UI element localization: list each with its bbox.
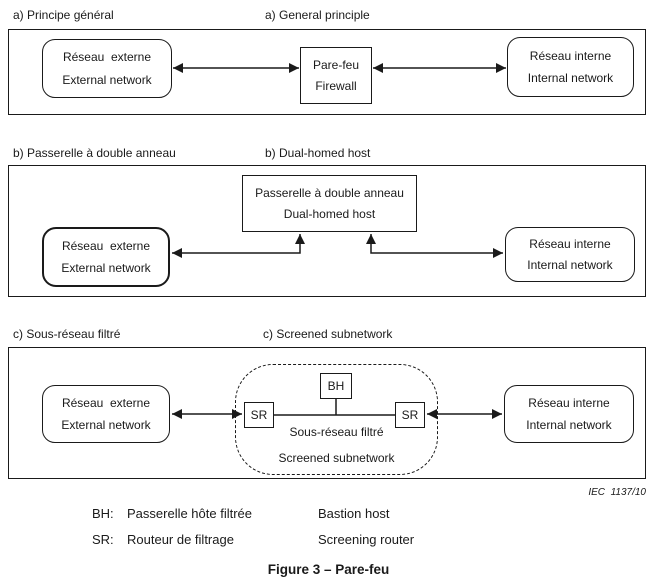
- panel-c-heading-en: c) Screened subnetwork: [263, 327, 393, 341]
- external-network-label-en: External network: [61, 261, 151, 275]
- dual-homed-host-label-en: Dual-homed host: [283, 207, 376, 222]
- external-network-label-en: External network: [61, 418, 151, 432]
- firewall-label-fr: Pare-feu: [312, 57, 360, 72]
- bastion-host-abbr: BH: [327, 379, 345, 393]
- screening-router-left-box: SR: [244, 402, 274, 428]
- panel-c-external-network-box: Réseau externe External network: [42, 385, 170, 443]
- legend-sr-abbr: SR:: [92, 532, 114, 547]
- panel-b-dual-homed-host-box: Passerelle à double anneau Dual-homed ho…: [242, 175, 417, 232]
- external-network-label-en: External network: [62, 72, 152, 87]
- internal-network-label-fr: Réseau interne: [528, 396, 610, 410]
- panel-a-firewall-box: Pare-feu Firewall: [300, 47, 372, 104]
- panel-b-heading-en: b) Dual-homed host: [265, 146, 371, 160]
- panel-b-external-network-box: Réseau externe External network: [42, 227, 170, 287]
- dual-homed-host-label-fr: Passerelle à double anneau: [255, 185, 404, 200]
- panel-a-internal-network-box: Réseau interne Internal network: [507, 37, 634, 97]
- panel-c-screened-subnetwork-zone: [235, 364, 438, 475]
- internal-network-label-en: Internal network: [526, 418, 612, 432]
- external-network-label-fr: Réseau externe: [61, 396, 151, 410]
- internal-network-label-fr: Réseau interne: [529, 48, 612, 63]
- legend-bh-en: Bastion host: [318, 506, 390, 521]
- external-network-label-fr: Réseau externe: [62, 50, 152, 65]
- screening-router-abbr: SR: [401, 408, 419, 422]
- screening-router-abbr: SR: [250, 408, 268, 422]
- bastion-host-box: BH: [320, 373, 352, 399]
- panel-a-external-network-box: Réseau externe External network: [42, 39, 172, 98]
- panel-a-heading-en: a) General principle: [265, 8, 370, 22]
- panel-a-heading-fr: a) Principe général: [13, 8, 114, 22]
- firewall-label-en: Firewall: [315, 79, 357, 94]
- internal-network-label-en: Internal network: [527, 258, 613, 272]
- legend-sr-fr: Routeur de filtrage: [127, 532, 234, 547]
- figure-caption: Figure 3 – Pare-feu: [267, 562, 390, 577]
- internal-network-label-fr: Réseau interne: [529, 237, 611, 251]
- artwork-id: IEC 1137/10: [588, 487, 646, 498]
- screening-router-right-box: SR: [395, 402, 425, 428]
- legend-sr-en: Screening router: [318, 532, 415, 547]
- external-network-label-fr: Réseau externe: [61, 239, 151, 253]
- panel-c-heading-fr: c) Sous-réseau filtré: [13, 327, 121, 341]
- internal-network-label-en: Internal network: [527, 71, 614, 86]
- legend-bh-abbr: BH:: [92, 506, 114, 521]
- subnetwork-zone-label-fr: Sous-réseau filtré: [289, 425, 384, 439]
- panel-c-internal-network-box: Réseau interne Internal network: [504, 385, 634, 443]
- legend-bh-fr: Passerelle hôte filtrée: [127, 506, 253, 521]
- panel-b-internal-network-box: Réseau interne Internal network: [505, 227, 635, 282]
- panel-b-heading-fr: b) Passerelle à double anneau: [13, 146, 176, 160]
- subnetwork-zone-label-en: Screened subnetwork: [278, 451, 395, 465]
